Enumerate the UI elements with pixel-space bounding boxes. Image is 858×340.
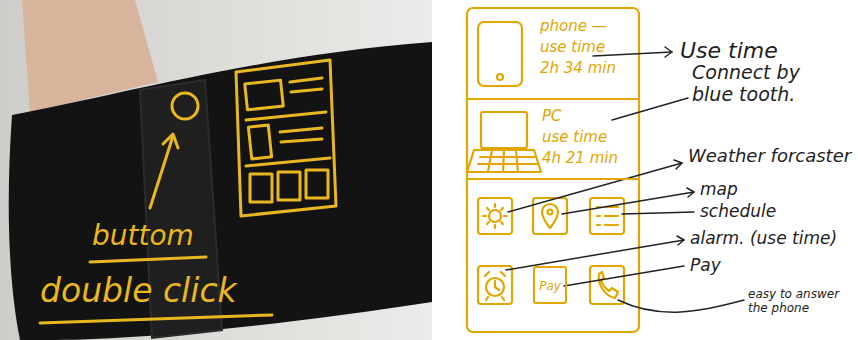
node-heading: PC [542, 106, 638, 127]
node-text: use time [540, 37, 638, 58]
app-icon: Pay [533, 266, 567, 304]
annotation: Pay [690, 256, 721, 276]
annotation: Weather forcaster [688, 146, 851, 167]
node-text: 4h 21 min [542, 148, 638, 169]
usage-band: phone —use time2h 34 min [468, 12, 638, 100]
node-heading: Pay [535, 278, 565, 295]
annotation: Use time [680, 38, 778, 63]
sleeve-sketch [40, 60, 336, 323]
handwritten-note: double click [40, 272, 237, 310]
handwritten-note: buttom [92, 220, 194, 252]
wireframe-sketch [467, 8, 639, 332]
annotation: easy to answer the phone [748, 288, 848, 316]
annotation: map [700, 180, 738, 200]
sleeve [9, 42, 432, 340]
annotation: alarm. (use time) [690, 229, 837, 249]
node-text: 2h 34 min [540, 58, 638, 79]
photo-background [0, 0, 432, 340]
node-heading: phone — [540, 16, 638, 37]
annotation: schedule [700, 202, 776, 222]
annotation: Connect by blue tooth. [692, 62, 812, 106]
node-text: use time [542, 127, 638, 148]
usage-band: PCuse time4h 21 min [468, 100, 638, 180]
